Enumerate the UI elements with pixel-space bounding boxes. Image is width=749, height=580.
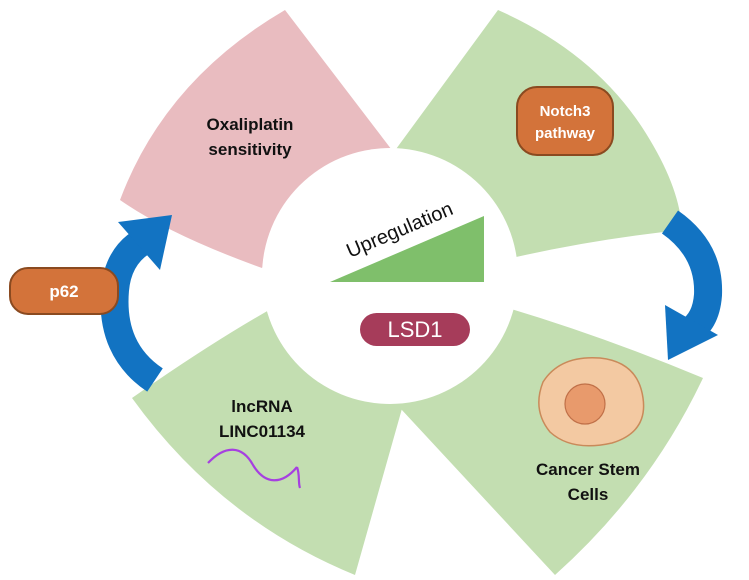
notch3-badge [516,86,614,156]
cancer-stem-line1: Cancer Stem [536,460,640,479]
p62-label: p62 [49,282,78,301]
rna-wave-icon [207,448,298,482]
lsd1-label: LSD1 [387,317,442,342]
lncrna-line2: LINC01134 [219,422,306,441]
lsd1-badge [360,313,470,346]
rna-wave-tail [295,466,302,489]
oxaliplatin-line2: sensitivity [208,140,292,159]
oxaliplatin-line1: Oxaliplatin [207,115,294,134]
notch3-line1: Notch3 [540,103,591,120]
p62-badge [9,267,119,315]
right-arrow-icon [661,210,723,360]
left-arrow-icon [100,215,172,392]
stem-cell-icon [538,356,645,447]
quadrant-oxaliplatin [120,10,398,268]
upregulation-triangle [330,216,484,282]
lncrna-line1: lncRNA [231,397,292,416]
notch3-line2: pathway [535,125,596,142]
cancer-stem-line2: Cells [568,485,609,504]
